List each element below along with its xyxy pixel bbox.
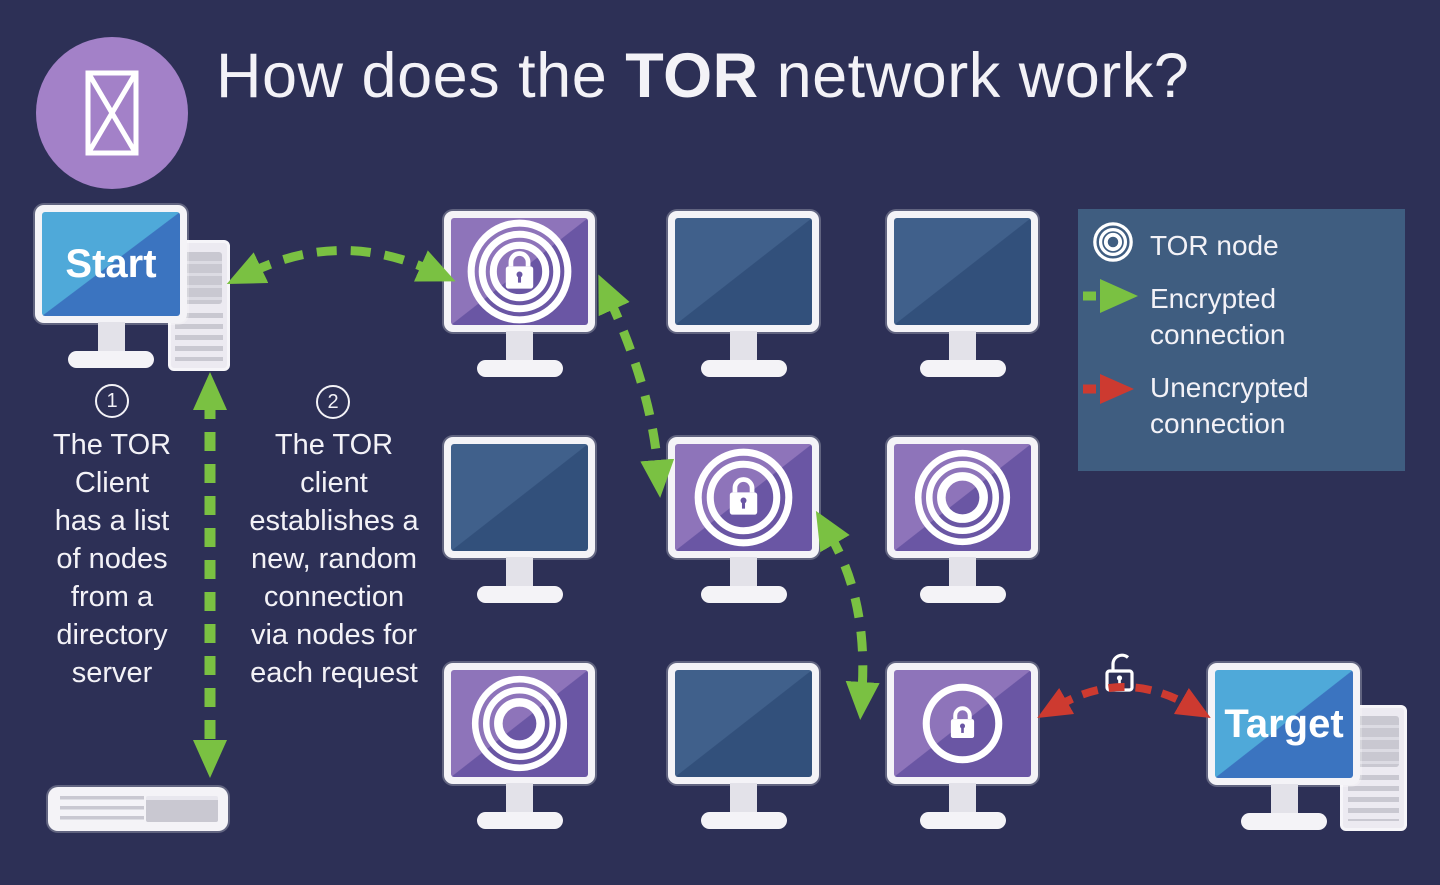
idle-computer-3-monitor	[444, 437, 595, 603]
legend: TOR node Encrypted connection Unencrypte…	[1078, 209, 1405, 471]
step-2-text: The TOR client establishes a new, random…	[249, 429, 419, 689]
arrow-entry-to-middle-node	[598, 274, 675, 498]
idle-computer-2-monitor	[887, 211, 1038, 377]
title-highlight: TOR	[625, 41, 759, 111]
tor-node-middle-monitor	[668, 437, 819, 603]
legend-encrypted-label: Encrypted connection	[1150, 283, 1286, 350]
start-computer: Start	[35, 205, 235, 380]
arrow-middle-to-exit-node	[815, 510, 880, 720]
server-vents	[60, 796, 144, 822]
target-monitor: Target	[1208, 663, 1360, 830]
tor-node-icon	[1093, 222, 1133, 262]
target-computer: Target	[1208, 663, 1413, 838]
lock-rings-2-icon	[694, 448, 793, 547]
directory-server	[48, 787, 228, 831]
server-drive-bay	[146, 796, 218, 822]
rings-3-icon	[914, 449, 1011, 546]
idle-computer-1-monitor	[668, 211, 819, 377]
unencrypted-open-lock-icon	[1105, 653, 1134, 692]
tor-node-unused-1-monitor	[887, 437, 1038, 603]
step-1-number: 1	[95, 384, 129, 418]
idle-computer-4-monitor	[668, 663, 819, 829]
target-label: Target	[1224, 701, 1344, 746]
rings-3-icon	[471, 675, 568, 772]
tor-node-entry-monitor	[444, 211, 595, 377]
step-2-number: 2	[316, 385, 350, 419]
legend-tor-node-label: TOR node	[1150, 230, 1279, 261]
lock-rings-3-icon	[467, 219, 572, 324]
tor-node-unused-2-monitor	[444, 663, 595, 829]
start-label: Start	[65, 241, 157, 286]
page-title: How does the TOR network work?	[216, 41, 1190, 111]
tor-node-exit-monitor	[887, 663, 1038, 829]
logo-badge	[36, 37, 188, 189]
tor-logo-icon	[85, 70, 139, 156]
lock-ring-1-icon	[922, 683, 1003, 764]
legend-unencrypted-label: Unencrypted connection	[1150, 372, 1309, 439]
arrow-start-to-entry-node	[226, 246, 456, 285]
step-1-text: The TOR Client has a list of nodes from …	[52, 429, 172, 689]
start-monitor: Start	[35, 205, 187, 368]
